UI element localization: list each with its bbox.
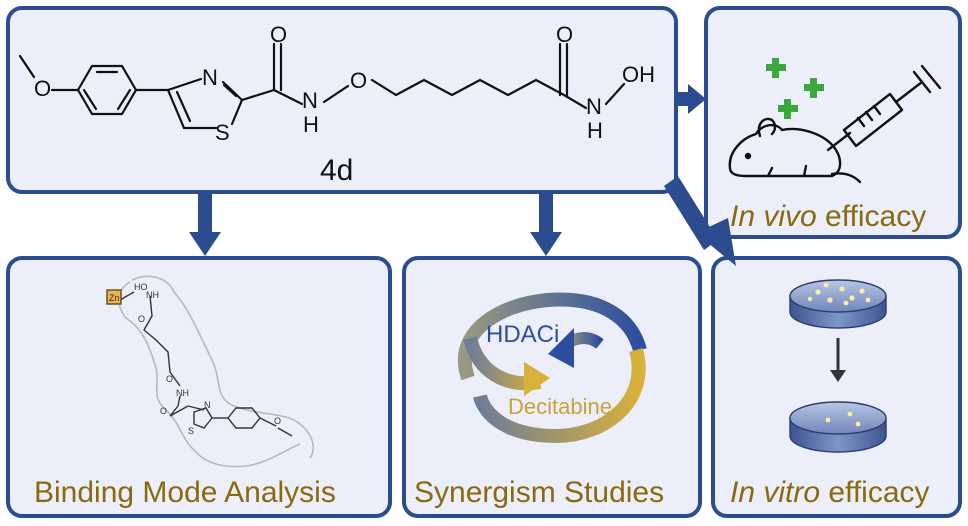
atom-h-hydroxamate: H — [587, 118, 603, 143]
binding-atom-o-top: O — [138, 314, 145, 324]
compound-structure — [18, 42, 626, 130]
compound-label: 4d — [320, 154, 353, 187]
plus-icon — [804, 78, 824, 98]
arrow-to-binding — [189, 194, 221, 256]
binding-caption: Binding Mode Analysis — [34, 476, 336, 509]
arrow-to-synergism — [530, 194, 562, 256]
binding-atom-o-ether: O — [166, 374, 173, 384]
zn-label: Zn — [109, 293, 120, 303]
atom-o-methoxy: O — [34, 76, 51, 101]
petri-dish-top — [789, 279, 887, 329]
synergism-caption: Synergism Studies — [414, 476, 664, 509]
atom-n-hydroxamate: N — [586, 94, 602, 119]
hdaci-label: HDACi — [486, 321, 559, 348]
binding-zinc: Zn — [106, 289, 122, 305]
petri-dish-bottom — [789, 401, 887, 453]
atom-o-carbonyl2: O — [556, 22, 573, 47]
binding-atom-n: N — [204, 400, 211, 410]
arrow-to-in-vitro — [664, 176, 736, 266]
in-vivo-caption: In vivo efficacy — [730, 200, 926, 233]
binding-atom-nh-top: NH — [146, 290, 159, 300]
binding-atom-o-methoxy: O — [274, 416, 281, 426]
atom-n-thiazole: N — [202, 65, 218, 90]
flow-arrows — [189, 84, 736, 266]
compound-panel — [6, 6, 678, 194]
atom-o-ether: O — [350, 68, 367, 93]
mouse-icon — [728, 117, 862, 184]
decitabine-label: Decitabine — [508, 394, 612, 419]
plus-icons — [766, 58, 824, 119]
binding-atom-labels: HO NH O O NH O N S O — [134, 282, 281, 436]
syringe-icon — [826, 64, 942, 152]
binding-atom-nh-mid: NH — [176, 388, 189, 398]
synergism-panel — [402, 256, 702, 518]
in-vitro-caption-rest: efficacy — [820, 476, 930, 509]
atom-oh: OH — [622, 62, 655, 87]
binding-atom-o-mid: O — [160, 406, 167, 416]
atom-s-thiazole: S — [215, 120, 230, 145]
binding-atom-s: S — [188, 426, 194, 436]
in-vivo-caption-rest: efficacy — [817, 200, 927, 233]
in-vitro-caption-italic: In vitro — [730, 476, 820, 509]
binding-pose-structure — [119, 291, 293, 437]
atom-o-carbonyl1: O — [270, 22, 287, 47]
plus-icon — [766, 58, 786, 78]
in-vitro-caption: In vitro efficacy — [730, 476, 930, 509]
binding-pocket-outline — [118, 275, 315, 468]
binding-mode-panel — [6, 256, 392, 518]
arrow-to-in-vivo — [678, 84, 706, 114]
compound-atom-labels: O N S O N H O O N H OH 4d — [34, 22, 655, 187]
atom-n-amide: N — [302, 88, 318, 113]
plus-icon — [778, 99, 798, 119]
in-vivo-caption-italic: In vivo — [730, 200, 817, 233]
atom-h-amide: H — [303, 112, 319, 137]
in-vitro-panel — [711, 256, 962, 518]
hdaci-arrowhead — [548, 328, 574, 368]
petri-arrow-icon — [830, 338, 846, 382]
in-vivo-panel — [704, 6, 962, 239]
binding-atom-ho: HO — [134, 282, 148, 292]
decitabine-arrowhead — [524, 362, 550, 396]
